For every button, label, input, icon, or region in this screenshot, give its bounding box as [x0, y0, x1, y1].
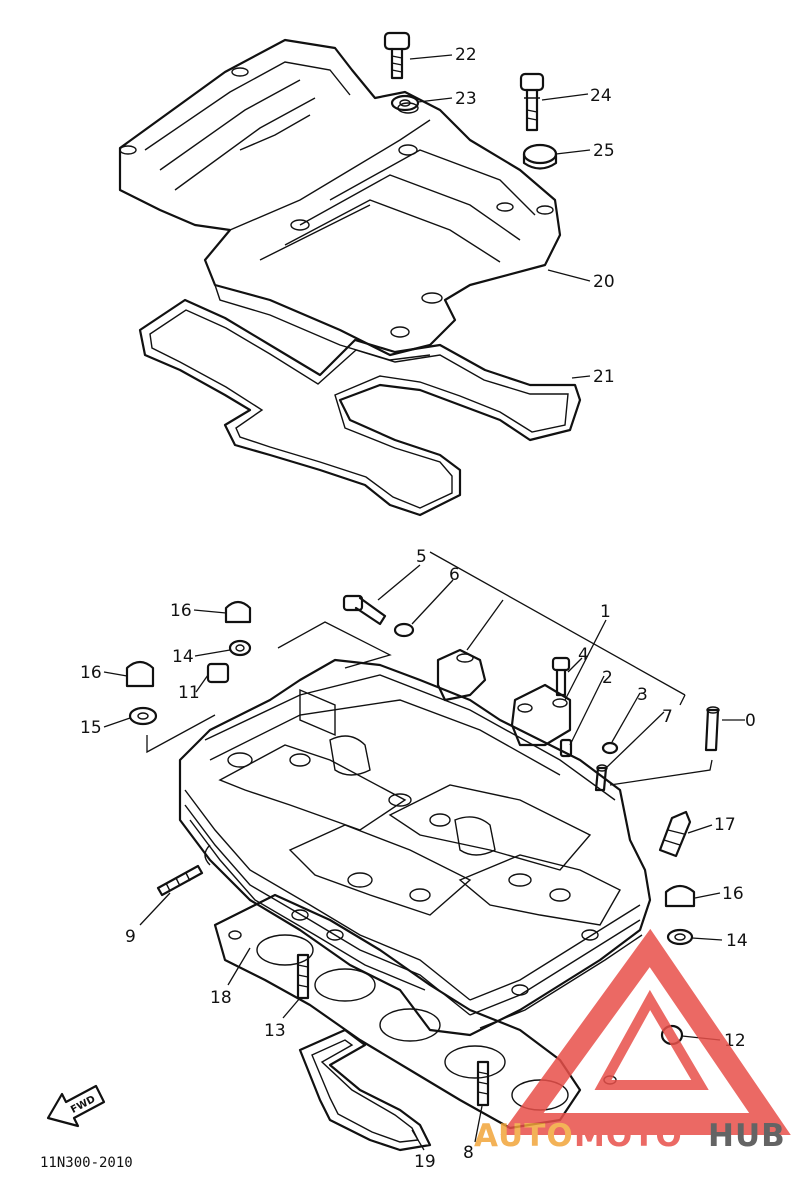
callout-20: 20	[593, 272, 615, 292]
cover-gasket	[138, 298, 582, 517]
dowel-2	[559, 738, 573, 758]
callout-23: 23	[455, 89, 477, 109]
callout-19: 19	[414, 1152, 436, 1172]
callout-18: 18	[210, 988, 232, 1008]
callout-24: 24	[590, 86, 612, 106]
guide-0	[704, 706, 720, 752]
callout-4: 4	[578, 645, 589, 665]
callout-17: 17	[714, 815, 736, 835]
lower-gasket-19	[298, 1028, 432, 1152]
spark-plug-17	[658, 810, 692, 858]
fwd-arrow-icon: FWD	[46, 1084, 106, 1128]
washer-14a	[228, 639, 252, 657]
cam-cap-1	[510, 683, 572, 747]
callout-0: 0	[745, 711, 756, 731]
cap-nut-16c	[664, 884, 696, 908]
callout-3: 3	[637, 685, 648, 705]
callout-15: 15	[80, 718, 102, 738]
stud-13	[296, 953, 310, 1000]
guide-7	[594, 764, 608, 792]
cam-cap-5	[436, 648, 487, 702]
callout-13: 13	[264, 1021, 286, 1041]
callout-5: 5	[416, 547, 427, 567]
callout-7: 7	[662, 707, 673, 727]
callout-22: 22	[455, 45, 477, 65]
watermark-auto: AUTO	[474, 1118, 574, 1154]
leader-lines	[103, 54, 745, 1151]
bolt-22	[383, 31, 411, 80]
bolt-6	[342, 594, 387, 626]
callout-16-left: 16	[80, 663, 102, 683]
callout-11: 11	[178, 683, 200, 703]
callout-2: 2	[602, 668, 613, 688]
washer-23	[390, 94, 420, 112]
washer-15	[128, 706, 158, 726]
bolt-4	[551, 656, 571, 697]
ring-3	[601, 741, 619, 755]
callout-labels: 22 23 24 25 20 21 5 6 1 4 2 3 7 0 16 14 …	[80, 45, 756, 1172]
callout-8: 8	[463, 1143, 474, 1163]
callout-14-left: 14	[172, 647, 194, 667]
watermark-moto: MOTO	[574, 1118, 683, 1154]
drawing-code: 11N300-2010	[40, 1155, 133, 1171]
callout-1: 1	[600, 602, 611, 622]
callout-6: 6	[449, 565, 460, 585]
callout-16-top: 16	[170, 601, 192, 621]
cap-nut-16b	[125, 660, 155, 688]
callout-9: 9	[125, 927, 136, 947]
watermark-hub: HUB	[708, 1118, 786, 1154]
stud-8	[476, 1060, 490, 1107]
washer-6b	[393, 622, 415, 638]
cylinder-head	[178, 658, 652, 1037]
callout-21: 21	[593, 367, 615, 387]
assembly-brackets	[146, 551, 713, 786]
callout-16-right: 16	[722, 884, 744, 904]
cap-nut-16a	[224, 600, 252, 624]
callout-14-right: 14	[726, 931, 748, 951]
stud-9	[156, 864, 204, 897]
bolt-24	[519, 72, 545, 132]
head-cover	[118, 38, 562, 361]
washer-14b	[666, 928, 694, 946]
callout-25: 25	[593, 141, 615, 161]
seal-11	[206, 662, 230, 684]
watermark-logo: AUTO MOTO HUB	[474, 928, 791, 1154]
grommet-25	[522, 143, 558, 170]
